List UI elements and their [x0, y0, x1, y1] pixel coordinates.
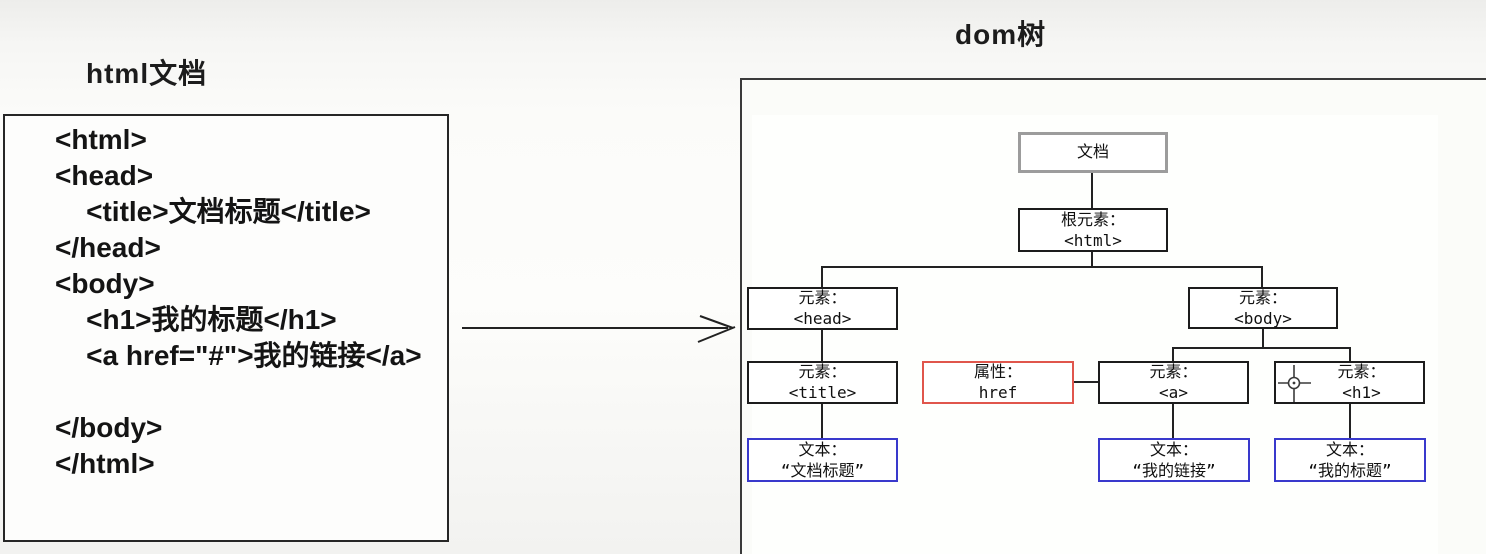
node-text: “文档标题” [780, 460, 865, 480]
node-label: 文本： [1149, 441, 1198, 459]
node-label: 属性： [973, 364, 1022, 381]
node-element-title: 元素： <title> [747, 361, 898, 404]
node-tag: <body> [1234, 308, 1292, 328]
connector-line [1349, 347, 1351, 362]
node-label: 文本： [1325, 441, 1374, 459]
code-line [55, 374, 422, 410]
connector-line [1261, 266, 1263, 288]
connector-line [1172, 347, 1351, 349]
code-line: </head> [55, 232, 161, 263]
node-document: 文档 [1018, 132, 1168, 173]
code-line: <body> [55, 268, 155, 299]
connector-line [821, 266, 823, 288]
connector-line [1073, 381, 1099, 383]
node-tag: href [978, 383, 1018, 402]
node-tag: <h1> [1342, 383, 1381, 402]
node-text-my-link: 文本： “我的链接” [1098, 438, 1250, 482]
code-line: </body> [55, 412, 163, 443]
connector-line [1349, 403, 1351, 439]
connector-line [821, 403, 823, 439]
node-element-a: 元素： <a> [1098, 361, 1249, 404]
node-label: 元素： [798, 364, 847, 381]
connector-line [1172, 347, 1174, 362]
crosshair-cursor-icon [1278, 365, 1311, 402]
dom-tree-canvas [752, 115, 1438, 554]
node-label: 文本： [798, 441, 847, 459]
right-arrow-icon [462, 315, 736, 343]
connector-line [821, 329, 823, 362]
dom-tree-title: dom树 [955, 19, 1047, 50]
code-line: <a href="#">我的链接</a> [55, 340, 422, 371]
node-element-body: 元素： <body> [1188, 287, 1338, 329]
node-label: 根元素： [1060, 211, 1125, 229]
node-label: 元素： [1337, 364, 1386, 381]
code-line: <title>文档标题</title> [55, 196, 371, 227]
node-tag: <a> [1159, 383, 1188, 402]
node-text-doc-title: 文本： “文档标题” [747, 438, 898, 482]
html-source-code: <html> <head> <title>文档标题</title> </head… [55, 122, 422, 482]
node-tag: <html> [1064, 230, 1122, 250]
node-text: “我的链接” [1132, 460, 1216, 480]
node-root-html: 根元素： <html> [1018, 208, 1168, 252]
code-line: </html> [55, 448, 155, 479]
html-source-box: <html> <head> <title>文档标题</title> </head… [3, 114, 449, 542]
node-label: 元素： [1149, 364, 1198, 381]
node-label: 元素： [798, 290, 847, 307]
connector-line [1091, 250, 1093, 268]
node-label: 文档 [1076, 143, 1109, 161]
connector-line [1262, 328, 1264, 349]
code-line: <h1>我的标题</h1> [55, 304, 337, 335]
node-label: 元素： [1238, 289, 1287, 307]
node-attribute-href: 属性： href [922, 361, 1074, 404]
connector-line [1091, 172, 1093, 208]
code-line: <html> [55, 124, 147, 155]
connector-line [821, 266, 1263, 268]
node-tag: <title> [788, 383, 857, 402]
node-tag: <head> [793, 309, 852, 328]
html-document-title: html文档 [86, 58, 208, 89]
node-element-head: 元素： <head> [747, 287, 898, 330]
node-text-my-title: 文本： “我的标题” [1274, 438, 1426, 482]
code-line: <head> [55, 160, 154, 191]
node-text: “我的标题” [1308, 460, 1392, 480]
connector-line [1172, 403, 1174, 439]
